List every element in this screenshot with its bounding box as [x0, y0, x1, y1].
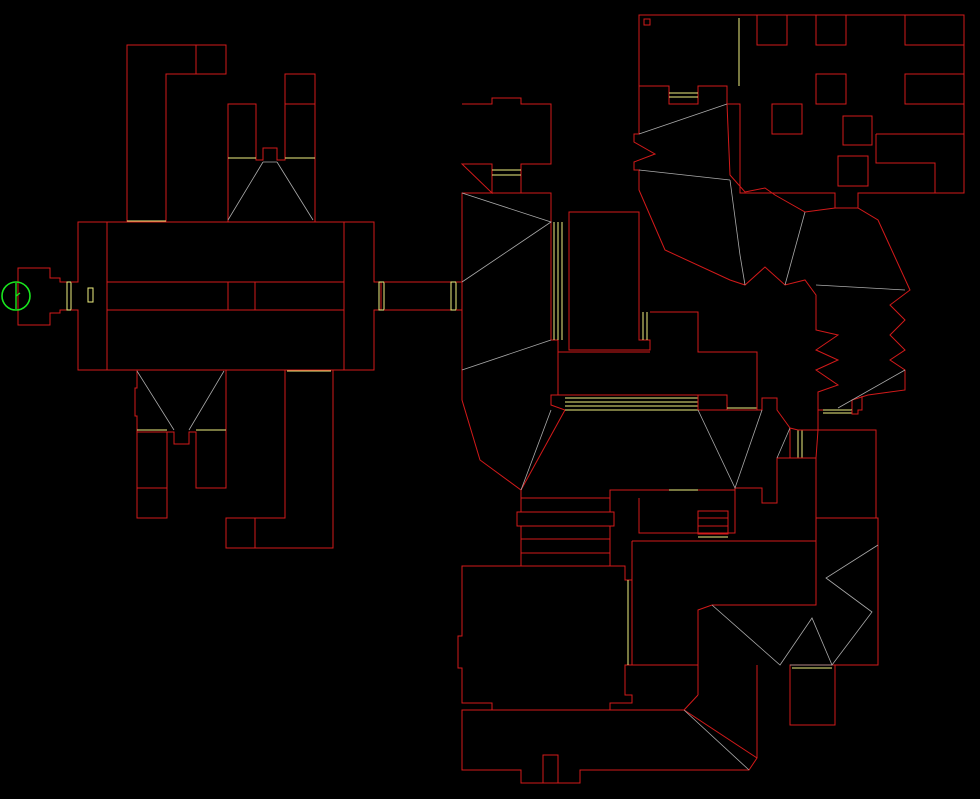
north-room: [460, 97, 552, 195]
east-corridor: [384, 281, 452, 311]
spike-chamber: [520, 397, 791, 504]
south-corridor-l: [225, 369, 334, 549]
central-hub: [460, 97, 566, 491]
player-arrow-icon: [1, 281, 31, 311]
west-wing: [17, 44, 462, 549]
se-steps: [697, 510, 729, 535]
east-door-great-hall: [378, 281, 385, 311]
north-shrine: [227, 73, 316, 222]
south-annex-niche: [542, 754, 559, 784]
nw-tower-niche: [195, 44, 227, 75]
south-annex: [461, 709, 758, 784]
great-hall: [107, 221, 382, 371]
ne-marker: [643, 18, 651, 26]
east-corridor-door: [450, 281, 457, 311]
se-hall-inner: [631, 541, 817, 666]
south-shrine: [134, 370, 227, 519]
west-hall-switch: [87, 287, 94, 303]
northeast-wing: [633, 14, 965, 518]
zigzag-hall: [633, 86, 911, 411]
west-hall: [71, 221, 108, 371]
column-room: [568, 211, 651, 351]
great-hall-inner: [107, 222, 345, 370]
middle-block: [516, 211, 803, 567]
east-passage: [817, 396, 877, 518]
start-door: [66, 281, 72, 311]
ne-courtyard: [638, 14, 965, 209]
